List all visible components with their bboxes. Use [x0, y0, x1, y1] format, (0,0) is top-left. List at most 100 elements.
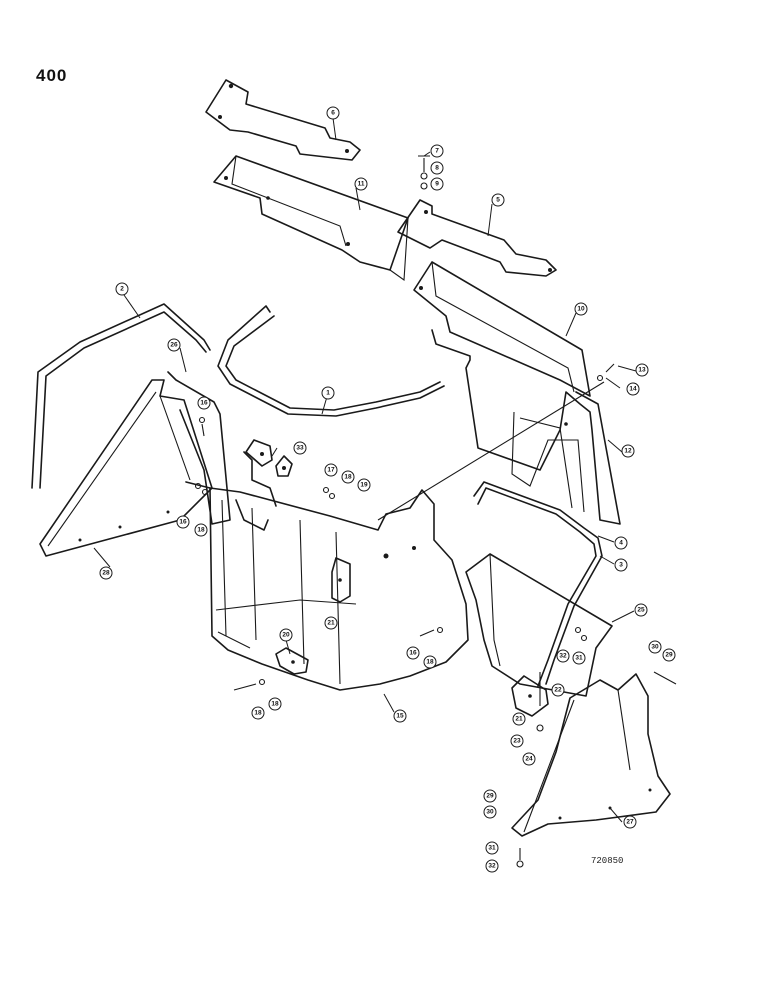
leader-lines	[93, 117, 637, 823]
callout-label: 16	[179, 519, 187, 526]
callout-29-a: 29	[662, 648, 676, 662]
callout-25: 25	[634, 603, 648, 617]
callout-11: 11	[354, 177, 368, 191]
callout-24: 24	[522, 752, 536, 766]
callout-26: 26	[167, 338, 181, 352]
part-plate-6	[205, 79, 361, 161]
callout-label: 19	[360, 482, 368, 489]
part-rod-2	[31, 303, 211, 489]
callout-17: 17	[324, 463, 338, 477]
callout-21-a: 21	[324, 616, 338, 630]
part-channel-10	[413, 261, 591, 397]
part-plate-5	[397, 199, 557, 277]
page-number: 400	[36, 66, 68, 85]
callout-label: 32	[559, 653, 567, 660]
callout-16-b: 16	[176, 515, 190, 529]
callout-18-c: 18	[423, 655, 437, 669]
part-bracket-33	[245, 439, 293, 477]
callout-label: 1	[326, 390, 330, 397]
callout-label: 2	[120, 286, 124, 293]
callout-label: 7	[435, 148, 439, 155]
callout-label: 10	[577, 306, 585, 313]
callout-20: 20	[279, 628, 293, 642]
callout-14: 14	[626, 382, 640, 396]
callout-label: 11	[358, 181, 365, 188]
callout-label: 33	[296, 445, 304, 452]
callout-31-b: 31	[485, 841, 499, 855]
callout-label: 9	[435, 181, 439, 188]
callout-1: 1	[321, 386, 335, 400]
callout-3: 3	[614, 558, 628, 572]
callout-32-a: 32	[556, 649, 570, 663]
callout-label: 32	[488, 863, 496, 870]
callout-30-b: 30	[483, 805, 497, 819]
callout-label: 12	[624, 448, 632, 455]
callout-label: 26	[170, 342, 178, 349]
part-cowl-15	[185, 451, 469, 691]
callout-label: 6	[331, 110, 335, 117]
callout-30-a: 30	[648, 640, 662, 654]
callout-18-a: 18	[341, 470, 355, 484]
callout-29-b: 29	[483, 789, 497, 803]
part-side-plate-12	[431, 329, 621, 525]
hardware-fasteners	[194, 155, 677, 868]
callout-label: 18	[426, 659, 434, 666]
callout-label: 20	[282, 632, 290, 639]
callout-32-b: 32	[485, 859, 499, 873]
callout-15: 15	[393, 709, 407, 723]
callout-label: 27	[626, 819, 634, 826]
callout-label: 8	[435, 165, 439, 172]
part-side-panel-25	[465, 553, 613, 697]
callout-18-d: 18	[251, 706, 265, 720]
callout-label: 16	[409, 650, 417, 657]
callout-label: 30	[651, 644, 659, 651]
callout-label: 17	[327, 467, 335, 474]
part-channel-11	[213, 155, 409, 282]
callout-label: 30	[486, 809, 494, 816]
part-bracket-22	[511, 672, 549, 717]
callout-9: 9	[430, 177, 444, 191]
callout-label: 24	[525, 756, 533, 763]
callout-22: 22	[551, 683, 565, 697]
callout-8: 8	[430, 161, 444, 175]
callout-label: 21	[515, 716, 523, 723]
callout-label: 5	[496, 197, 500, 204]
callout-19: 19	[357, 478, 371, 492]
callout-label: 16	[200, 400, 208, 407]
part-bracket-21-left	[331, 557, 351, 603]
callout-label: 18	[271, 701, 279, 708]
callout-label: 22	[554, 687, 562, 694]
callout-28: 28	[99, 566, 113, 580]
callout-33: 33	[293, 441, 307, 455]
callout-18-b: 18	[194, 523, 208, 537]
callout-label: 25	[637, 607, 645, 614]
callout-label: 3	[619, 562, 623, 569]
callout-label: 31	[488, 845, 496, 852]
callout-16-c: 16	[406, 646, 420, 660]
drawing-code: 720850	[591, 856, 624, 866]
callout-label: 4	[619, 540, 623, 547]
part-bracket-20	[275, 647, 309, 675]
callout-label: 31	[575, 655, 583, 662]
callout-10: 10	[574, 302, 588, 316]
callout-label: 29	[665, 652, 673, 659]
callout-18-e: 18	[268, 697, 282, 711]
callout-label: 18	[344, 474, 352, 481]
callout-label: 28	[102, 570, 110, 577]
callout-label: 15	[396, 713, 404, 720]
callout-4: 4	[614, 536, 628, 550]
callout-label: 23	[513, 738, 521, 745]
callout-label: 18	[197, 527, 205, 534]
callout-label: 29	[486, 793, 494, 800]
callout-label: 18	[254, 710, 262, 717]
callout-16-a: 16	[197, 396, 211, 410]
callout-5: 5	[491, 193, 505, 207]
part-rod-1	[217, 305, 445, 417]
callout-27: 27	[623, 815, 637, 829]
callout-label: 21	[327, 620, 335, 627]
part-rod-4	[377, 381, 605, 687]
callout-2: 2	[115, 282, 129, 296]
callout-7: 7	[430, 144, 444, 158]
callout-label: 13	[638, 367, 646, 374]
